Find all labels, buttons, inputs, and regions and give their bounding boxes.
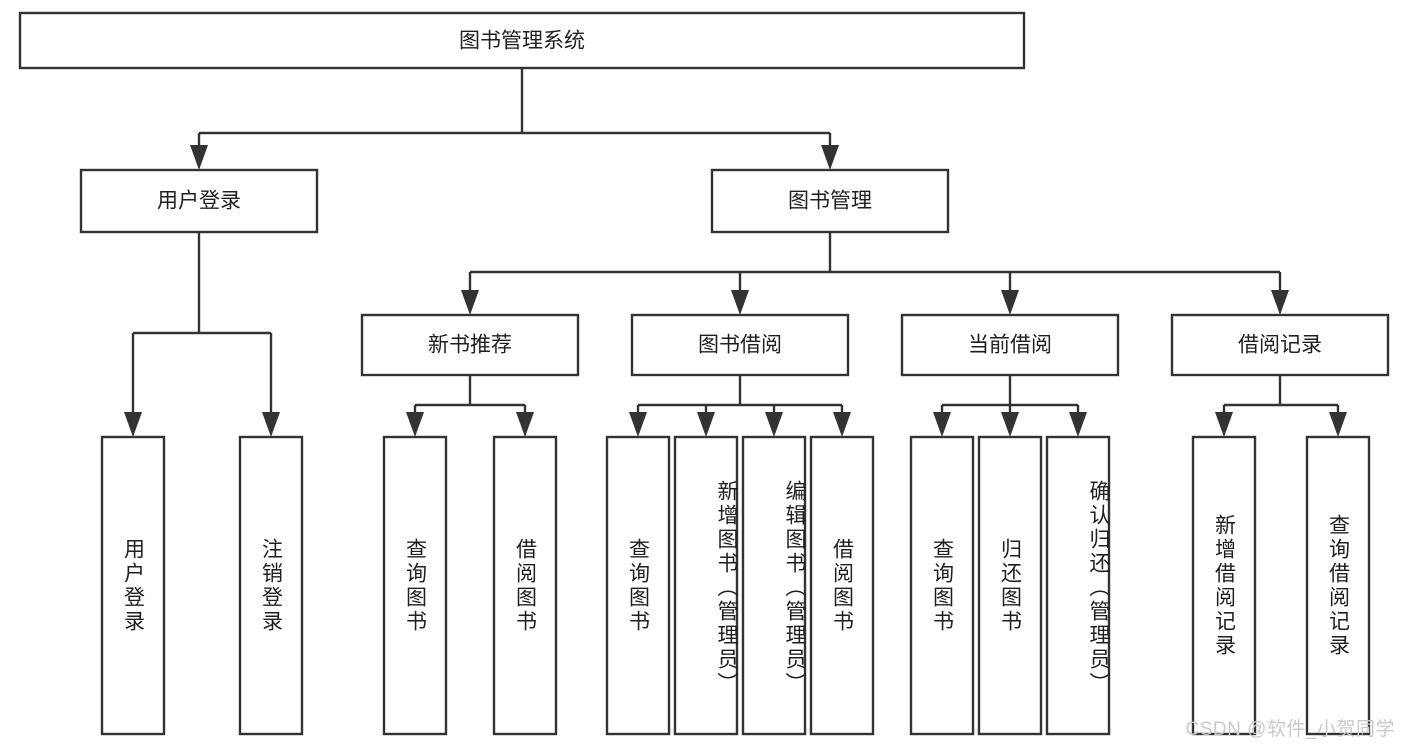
arrow-root-to-login-icon [190,145,208,170]
arrow-current-l2-icon [1001,412,1019,437]
leaf-node-current-borrow-3-box [1045,435,1111,736]
leaf-node-borrow-record-1-label: 新增借阅记录 [1212,513,1236,658]
leaf-node-current-borrow-2-label: 归还图书 [998,537,1022,634]
node-new-book-recommend[interactable]: 新书推荐 [360,313,580,377]
node-book-management[interactable]: 图书管理 [710,168,950,234]
leaf-node-book-borrow-2-box [673,435,739,736]
node-root-system-label: 图书管理系统 [459,30,585,53]
leaf-node-current-borrow-1[interactable]: 查询图书 [909,435,975,736]
leaf-node-borrow-record-2[interactable]: 查询借阅记录 [1305,435,1371,736]
leaf-node-new-book-2-box [492,435,558,736]
arrow-bookmgmt-c1-icon [461,290,479,315]
node-current-borrow[interactable]: 当前借阅 [900,313,1120,377]
node-user-login-label: 用户登录 [157,190,241,213]
leaf-node-user-login-1-box [100,435,166,736]
connector-group-current-borrow [933,375,1087,437]
node-user-login-box [79,168,319,234]
connector-group-new-book [406,375,534,437]
node-current-borrow-box [900,313,1120,377]
node-current-borrow-label: 当前借阅 [968,334,1052,357]
arrow-login-leaf1-icon [124,412,142,437]
leaf-node-borrow-record-1[interactable]: 新增借阅记录 [1191,435,1257,736]
arrow-current-l3-icon [1069,412,1087,437]
node-root-system-box [18,11,1026,70]
arrow-bookmgmt-c3-icon [1001,290,1019,315]
leaf-node-borrow-record-2-label: 查询借阅记录 [1326,513,1350,658]
leaf-node-current-borrow-1-box [909,435,975,736]
node-borrow-record[interactable]: 借阅记录 [1170,313,1390,377]
arrow-newbook-l1-icon [406,412,424,437]
arrow-bookmgmt-c4-icon [1271,290,1289,315]
leaf-node-book-borrow-3-box [741,435,807,736]
connector-group-user-login [124,232,280,437]
leaf-node-book-borrow-4-label: 借阅图书 [830,537,854,634]
leaf-node-current-borrow-2-box [977,435,1043,736]
watermark-text: CSDN @软件_小贺同学 [1185,719,1395,740]
node-borrow-record-box [1170,313,1390,377]
leaf-node-book-borrow-1-label: 查询图书 [626,537,650,634]
arrow-newbook-l2-icon [516,412,534,437]
node-root-system[interactable]: 图书管理系统 [18,11,1026,70]
leaf-node-current-borrow-3-label: 确认归还（管理员） [1087,479,1110,696]
arrow-login-leaf2-icon [262,412,280,437]
leaf-node-new-book-2[interactable]: 借阅图书 [492,435,558,736]
connector-group-book-management [461,232,1289,315]
leaf-node-user-login-2[interactable]: 注销登录 [238,435,304,736]
leaf-node-borrow-record-2-box [1305,435,1371,736]
leaf-node-current-borrow-3[interactable]: 确认归还（管理员） [1045,435,1111,736]
leaf-node-book-borrow-3[interactable]: 编辑图书（管理员） [741,435,807,736]
node-book-borrow[interactable]: 图书借阅 [630,313,850,377]
node-user-login[interactable]: 用户登录 [79,168,319,234]
connector-group-root [190,68,839,170]
node-new-book-recommend-box [360,313,580,377]
leaf-node-book-borrow-2[interactable]: 新增图书（管理员） [673,435,739,736]
node-book-management-label: 图书管理 [788,190,872,213]
leaf-node-current-borrow-2[interactable]: 归还图书 [977,435,1043,736]
leaf-node-book-borrow-1[interactable]: 查询图书 [605,435,671,736]
arrow-root-to-bookmgmt-icon [821,145,839,170]
arrow-borrow-l1-icon [629,412,647,437]
connector-group-book-borrow [629,375,851,437]
arrow-record-l1-icon [1215,412,1233,437]
leaf-node-new-book-2-label: 借阅图书 [513,537,537,634]
leaf-node-user-login-1[interactable]: 用户登录 [100,435,166,736]
leaf-node-new-book-1[interactable]: 查询图书 [382,435,448,736]
arrow-borrow-l2-icon [697,412,715,437]
leaf-node-user-login-1-label: 用户登录 [121,537,145,634]
leaf-node-book-borrow-4[interactable]: 借阅图书 [809,435,875,736]
leaf-node-book-borrow-3-label: 编辑图书（管理员） [783,479,806,696]
leaf-node-user-login-2-label: 注销登录 [259,537,283,634]
node-borrow-record-label: 借阅记录 [1238,334,1322,357]
node-book-borrow-box [630,313,850,377]
leaf-node-book-borrow-4-box [809,435,875,736]
arrow-borrow-l4-icon [833,412,851,437]
leaf-node-borrow-record-1-box [1191,435,1257,736]
leaf-node-new-book-1-label: 查询图书 [403,537,427,634]
leaf-node-book-borrow-2-label: 新增图书（管理员） [715,479,738,696]
arrow-borrow-l3-icon [765,412,783,437]
leaf-node-user-login-2-box [238,435,304,736]
node-book-management-box [710,168,950,234]
leaf-node-new-book-1-box [382,435,448,736]
arrow-bookmgmt-c2-icon [731,290,749,315]
node-new-book-recommend-label: 新书推荐 [428,334,512,357]
node-book-borrow-label: 图书借阅 [698,334,782,357]
leaf-node-book-borrow-1-box [605,435,671,736]
arrow-current-l1-icon [933,412,951,437]
arrow-record-l2-icon [1329,412,1347,437]
leaf-node-current-borrow-1-label: 查询图书 [930,537,954,634]
connector-group-borrow-record [1215,375,1347,437]
